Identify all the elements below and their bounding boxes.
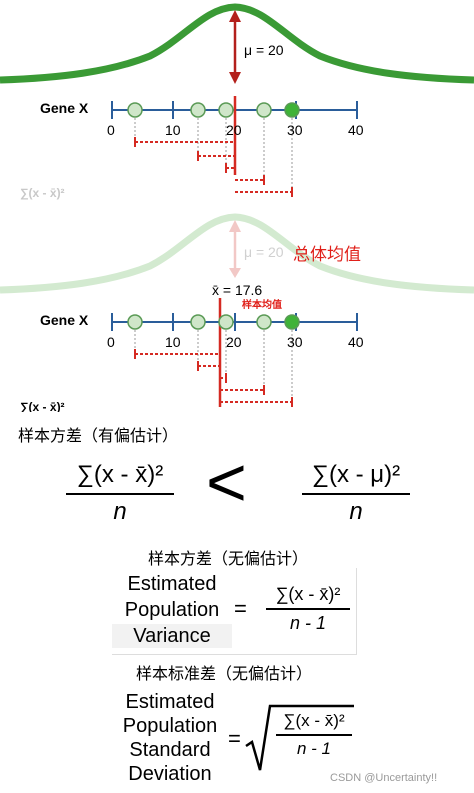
standard-label: Standard	[129, 739, 211, 761]
tick-label: 30	[287, 122, 303, 138]
variance-label: Variance	[112, 624, 232, 648]
data-point	[127, 102, 143, 118]
data-points	[127, 102, 300, 118]
population-numerator: ∑(x - μ)²	[311, 461, 401, 488]
panel-sample-mean	[0, 213, 474, 407]
tick-label: 20	[226, 334, 242, 350]
unbiased-variance-fraction: ∑(x - x̄)² n - 1	[262, 582, 354, 634]
biased-numerator: ∑(x - x̄)²	[76, 461, 164, 488]
xbar-label: x̄ = 17.6	[212, 282, 263, 298]
gene-label: Gene X	[40, 100, 89, 116]
population-label: Population	[122, 715, 218, 737]
unbiased-numerator: ∑(x - x̄)²	[275, 584, 341, 604]
estimated-label: Estimated	[127, 573, 217, 595]
population-distribution-curve-faded	[0, 213, 474, 294]
biased-denominator: n	[113, 498, 127, 525]
biased-variance-fraction: ∑(x - x̄)² n	[60, 460, 180, 526]
tick-label: 0	[107, 334, 115, 350]
gene-label: Gene X	[40, 312, 89, 328]
data-point	[190, 314, 206, 330]
data-point	[256, 102, 272, 118]
population-denominator: n	[349, 498, 363, 525]
tick-label: 30	[287, 334, 303, 350]
less-than-sign: <	[206, 443, 247, 521]
guide-lines	[134, 110, 293, 192]
panel-population-mean	[0, 3, 474, 197]
population-label: Population	[124, 599, 220, 621]
estimated-label: Estimated	[125, 691, 215, 713]
sum-label: ∑(x - x̄)²	[20, 400, 65, 412]
tick-label: 40	[348, 334, 364, 350]
unbiased-denominator: n - 1	[289, 613, 327, 633]
fraction-bar	[66, 493, 174, 495]
square-root-sign	[245, 704, 354, 771]
biased-variance-title: 样本方差（有偏估计）	[18, 426, 179, 445]
tick-label: 10	[165, 122, 181, 138]
population-mean-label: 总体均值	[293, 245, 361, 265]
tick-label: 20	[226, 122, 242, 138]
tick-label: 10	[165, 334, 181, 350]
data-point	[256, 314, 272, 330]
data-point	[127, 314, 143, 330]
data-point	[284, 314, 300, 330]
watermark: CSDN @Uncertainty!!	[330, 772, 438, 784]
sample-mean-label: 样本均值	[242, 300, 282, 311]
unbiased-sd-fraction: ∑(x - x̄)² n - 1	[272, 710, 356, 760]
population-distribution-curve	[0, 3, 474, 84]
population-variance-fraction: ∑(x - μ)² n	[296, 460, 416, 526]
equals-sign: =	[228, 726, 241, 751]
fraction-bar	[276, 734, 352, 736]
tick-label: 0	[107, 122, 115, 138]
mu-label: μ = 20	[244, 42, 284, 58]
data-points	[127, 314, 300, 330]
mu-label-faded: μ = 20	[244, 244, 284, 260]
fraction-bar	[266, 608, 350, 610]
residual-lines	[134, 137, 293, 197]
mu-arrow-head-faded	[229, 220, 241, 232]
sd-denominator: n - 1	[296, 739, 332, 758]
fraction-bar	[302, 493, 410, 495]
mu-arrow-head-faded-bottom	[229, 268, 241, 278]
variance-formula-box: Estimated Population Variance = ∑(x - x̄…	[112, 568, 357, 655]
data-point	[218, 314, 234, 330]
residual-lines	[134, 349, 293, 407]
unbiased-sd-title: 样本标准差（无偏估计）	[136, 664, 313, 683]
tick-label: 40	[348, 122, 364, 138]
mu-arrow-head-top	[229, 10, 241, 22]
guide-lines	[134, 322, 293, 402]
sd-numerator: ∑(x - x̄)²	[283, 711, 345, 730]
mu-arrow-head-bottom	[229, 72, 241, 84]
sum-label-faded: ∑(x - x̄)²	[20, 186, 65, 200]
data-point	[190, 102, 206, 118]
equals-sign: =	[234, 596, 247, 621]
deviation-label: Deviation	[128, 763, 212, 785]
data-point	[284, 102, 300, 118]
unbiased-variance-title: 样本方差（无偏估计）	[148, 549, 309, 568]
data-point	[218, 102, 234, 118]
